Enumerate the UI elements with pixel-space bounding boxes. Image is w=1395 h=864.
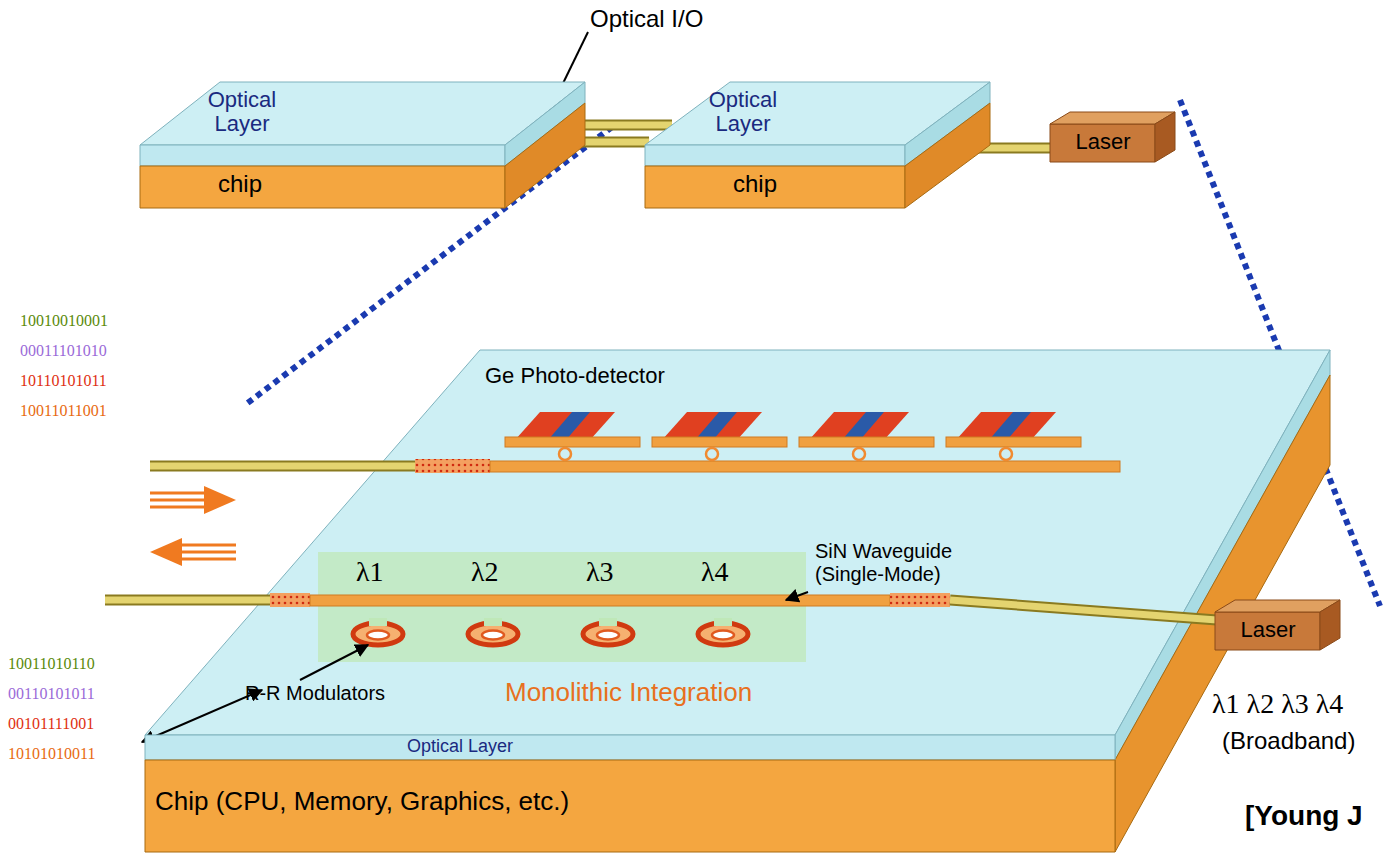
annotation-label: [Young J [1245, 800, 1363, 832]
chip-block: chip [140, 103, 585, 208]
annotation-label: Monolithic Integration [505, 678, 752, 708]
leader-arrow [300, 645, 368, 680]
annotation-label: λ1 [356, 556, 384, 588]
laser-box: Laser [1050, 112, 1175, 162]
photodetectors [505, 412, 1081, 460]
bit-stream: 10011011001 [20, 402, 107, 420]
fiber [105, 595, 272, 606]
annotation-label: SiN Waveguide (Single-Mode) [815, 540, 1005, 586]
fiber [950, 600, 1217, 620]
annotation-label: λ4 [701, 556, 729, 588]
modulator-band [318, 552, 806, 662]
flow-arrow [150, 538, 236, 566]
fiber [150, 463, 416, 470]
node-label: Chip (CPU, Memory, Graphics, etc.) [155, 787, 755, 816]
coupler [890, 593, 950, 607]
optical-layer: Optical Layer [145, 735, 1115, 760]
fiber [105, 597, 272, 604]
annotation-label: R-R Modulators [245, 682, 385, 705]
fiber [950, 600, 1217, 620]
fiber [150, 461, 416, 472]
coupler [415, 459, 490, 473]
annotation-label: Ge Photo-detector [485, 363, 665, 388]
annotation-label: (Broadband) [1222, 727, 1355, 755]
node-label: Laser [1219, 618, 1317, 642]
bit-stream: 10110101011 [20, 372, 107, 390]
thickness-arrow [142, 690, 262, 742]
bit-stream: 10011010110 [8, 655, 95, 673]
node-label: chip [180, 171, 300, 197]
annotation-label: λ1 λ2 λ3 λ4 [1212, 688, 1343, 720]
annotation-label: λ2 [471, 556, 499, 588]
annotation-label: λ3 [586, 556, 614, 588]
chip-block: chip [645, 103, 990, 208]
node-label: Laser [1054, 130, 1152, 154]
chip-block: Chip (CPU, Memory, Graphics, etc.) [145, 760, 1115, 852]
coupler [270, 593, 310, 607]
node-label: chip [695, 171, 815, 197]
flow-arrow [150, 486, 236, 514]
bit-stream: 10010010001 [20, 312, 108, 330]
bit-stream: 00110101011 [8, 685, 95, 703]
ring-modulators [353, 618, 748, 645]
waveguide [310, 595, 890, 606]
node-label: Optical Layer [360, 737, 560, 757]
node-shape [145, 735, 1115, 760]
node-shape [140, 82, 585, 166]
node-shape [140, 103, 585, 208]
waveguide [490, 461, 1120, 472]
node-shape [645, 103, 990, 208]
bit-stream: 00101111001 [8, 715, 94, 733]
node-label: Optical Layer [192, 88, 292, 136]
optical-layer: Optical Layer [140, 82, 585, 166]
leader-arrow [786, 592, 808, 600]
laser-box: Laser [1215, 600, 1340, 650]
annotation-label: Optical I/O [590, 5, 703, 33]
node-label: Optical Layer [693, 88, 793, 136]
bit-stream: 10101010011 [8, 745, 95, 763]
bit-stream: 00011101010 [20, 342, 107, 360]
